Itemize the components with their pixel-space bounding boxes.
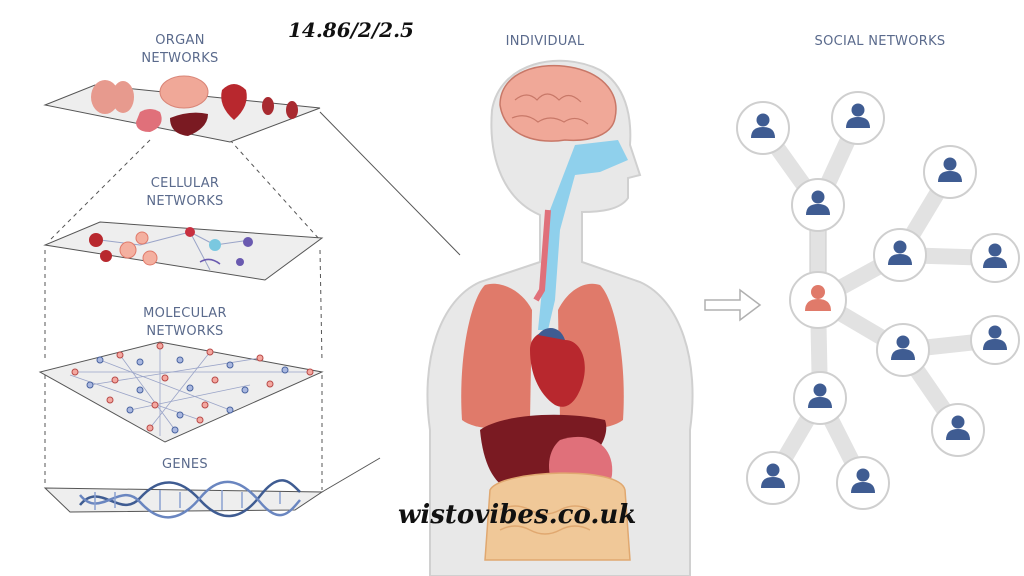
person-node	[746, 451, 800, 505]
brain-icon	[159, 75, 209, 109]
person-node	[793, 371, 847, 425]
liver-icon	[480, 414, 607, 493]
intestines-icon	[484, 472, 631, 561]
person-node	[876, 323, 930, 377]
lungs-icon	[91, 80, 119, 114]
left-lung-icon	[461, 283, 532, 429]
person-node	[923, 145, 977, 199]
person-node	[736, 101, 790, 155]
person-node	[970, 315, 1020, 365]
molecular-network-plane	[38, 341, 324, 443]
organ-network-plane	[43, 75, 321, 143]
human-body-figure	[426, 59, 694, 576]
person-node	[791, 178, 845, 232]
plane-connectors	[44, 139, 323, 490]
person-node	[873, 228, 927, 282]
person-node	[931, 403, 985, 457]
molecule-nodes	[71, 342, 314, 434]
airway-icon	[538, 140, 628, 330]
zoom-lines	[319, 111, 461, 493]
molecular-networks-label: MOLECULAR NETWORKS	[143, 306, 227, 339]
header-code: 14.86/2/2.5	[288, 18, 414, 42]
person-node	[831, 91, 885, 145]
social-networks-label: SOCIAL NETWORKS	[814, 34, 946, 49]
center-person-node	[789, 271, 847, 329]
red-blood-cell-icon	[89, 233, 103, 247]
person-node	[836, 456, 890, 510]
watermark-text: wistovibes.co.uk	[398, 500, 637, 530]
neuron-icon	[185, 227, 195, 237]
genes-label: GENES	[162, 457, 208, 472]
liver-icon	[170, 112, 208, 136]
heart-icon	[221, 84, 247, 120]
person-node	[970, 233, 1020, 283]
social-network-graph	[736, 91, 1020, 510]
cellular-networks-label: CELLULAR NETWORKS	[146, 176, 224, 209]
cellular-network-plane	[43, 221, 324, 281]
arrow-right-icon	[704, 288, 762, 322]
kidney-icon	[262, 97, 274, 115]
individual-label: INDIVIDUAL	[505, 34, 585, 49]
brain-icon	[499, 64, 617, 142]
esophagus-icon	[533, 209, 551, 302]
heart-icon	[530, 331, 585, 407]
stomach-icon	[136, 109, 162, 132]
genes-plane	[43, 479, 324, 519]
organ-networks-label: ORGAN NETWORKS	[141, 33, 219, 66]
